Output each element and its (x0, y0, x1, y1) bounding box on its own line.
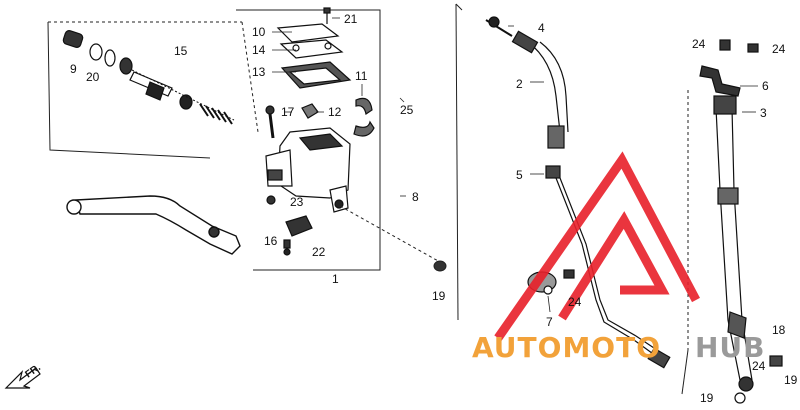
part-label: 12 (328, 105, 342, 119)
separators (339, 3, 689, 395)
reservoir-cap (276, 7, 352, 89)
logo-inner-triangle (558, 211, 670, 321)
watermark-logo (494, 151, 700, 341)
part-label: 18 (772, 323, 786, 337)
part-label: 10 (252, 25, 266, 39)
lever-group (47, 21, 259, 159)
part-label: 9 (70, 62, 77, 76)
part-label: 21 (344, 12, 358, 26)
part-label: 16 (264, 234, 278, 248)
part-label: 25 (400, 103, 414, 117)
part-label: 19 (432, 289, 446, 303)
part-label: 5 (516, 168, 523, 182)
part-label: 6 (762, 79, 769, 93)
part-label: 24 (752, 359, 766, 373)
master-cylinder-frame (236, 9, 381, 271)
part-label: 24 (692, 37, 706, 51)
part-label: 13 (252, 65, 266, 79)
part-label: 2 (516, 77, 523, 91)
part-label: 24 (772, 42, 786, 56)
part-label: 20 (86, 70, 100, 84)
brake-lever (66, 195, 241, 255)
part-label: 19 (700, 391, 714, 405)
front-direction-arrow (4, 367, 41, 389)
part-label: 15 (174, 44, 188, 58)
part-label: 7 (546, 315, 553, 329)
part-label: 23 (290, 195, 304, 209)
watermark-text-b: HUB (695, 331, 766, 364)
brake-hose-upper (485, 16, 569, 149)
part-label: 4 (538, 21, 545, 35)
part-label: 14 (252, 43, 266, 57)
part-label: 3 (760, 106, 767, 120)
part-label: 1 (332, 272, 339, 286)
part-label: 8 (412, 190, 419, 204)
watermark-text-a: AUTOMOTO (472, 331, 661, 364)
part-label: 19 (784, 373, 798, 387)
logo-outer-triangle (494, 151, 700, 341)
part-label: 24 (568, 295, 582, 309)
part-label: 17 (281, 105, 295, 119)
leader-lines (272, 17, 758, 313)
master-cylinder-body (265, 97, 375, 256)
brake-hose-lower (699, 39, 783, 404)
part-label: 22 (312, 245, 326, 259)
part-labels: 1 2 3 4 5 6 7 8 9 10 11 12 13 14 15 16 1… (70, 12, 798, 405)
piston-assembly (62, 30, 235, 125)
part-label: 11 (355, 69, 368, 83)
